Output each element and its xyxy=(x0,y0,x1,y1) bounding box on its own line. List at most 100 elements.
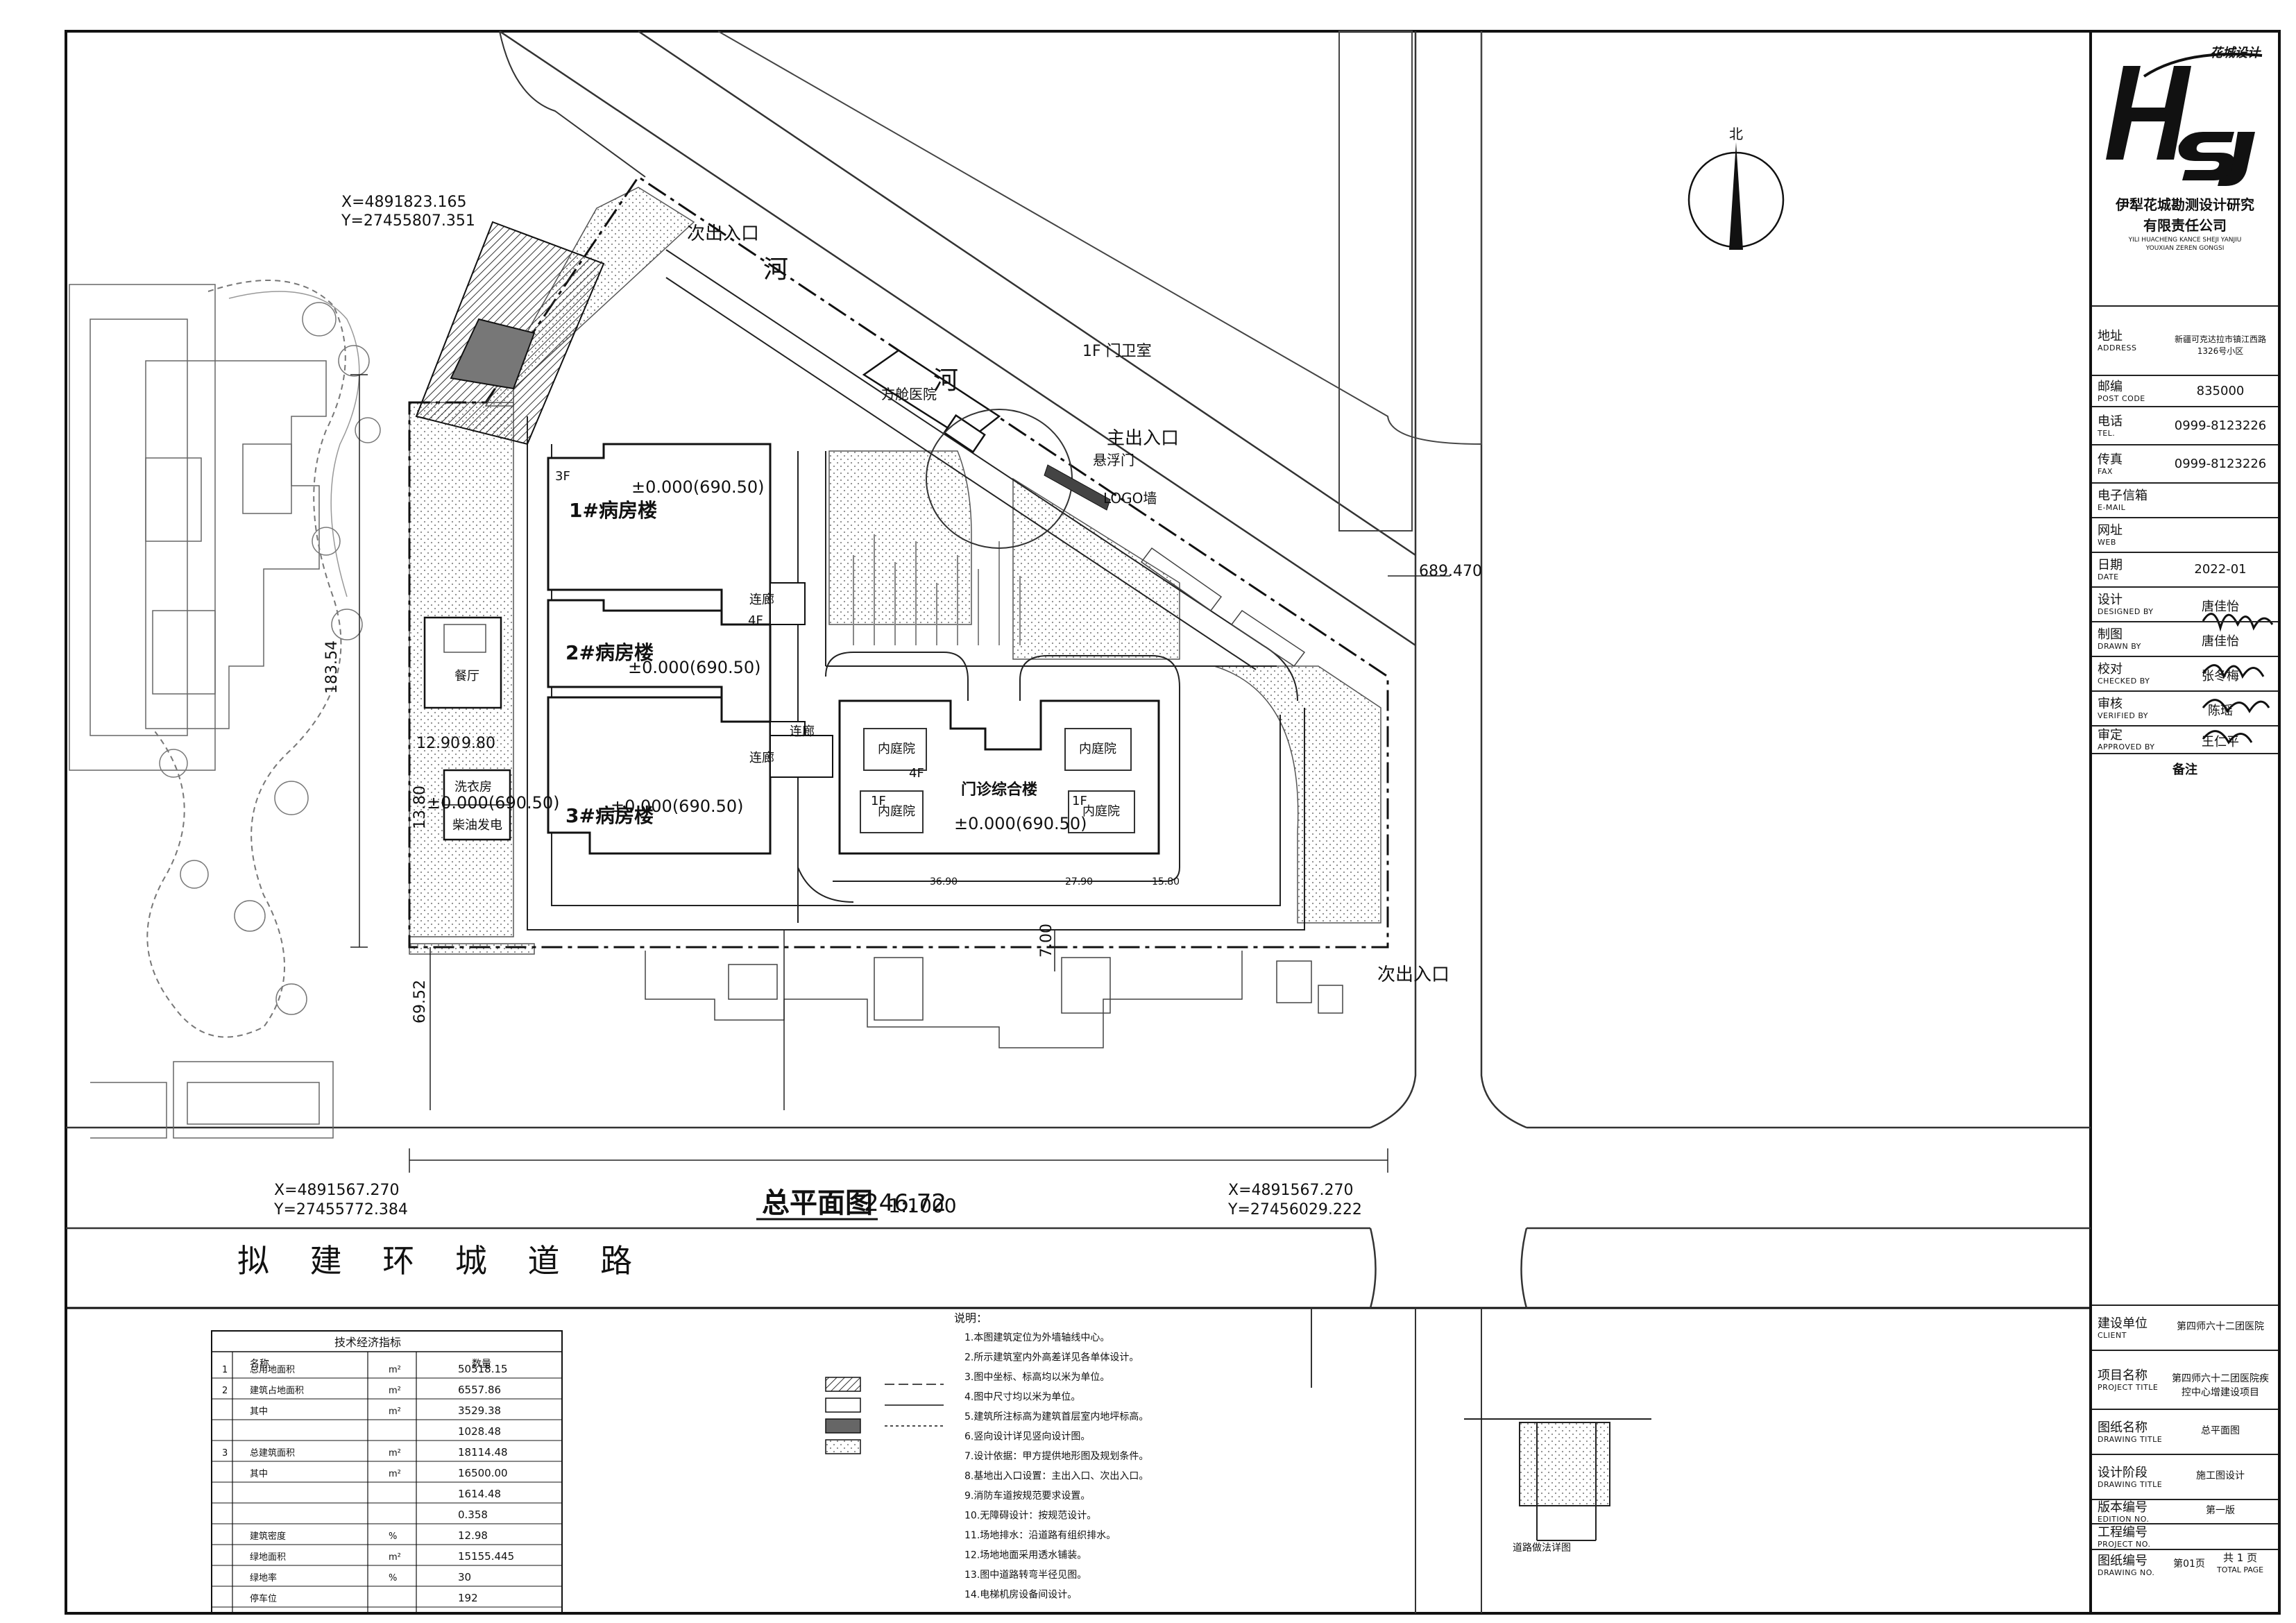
courtyard-label: 内庭院 xyxy=(878,804,915,819)
note-line: 8.基地出入口设置：主出入口、次出入口。 xyxy=(964,1470,1148,1482)
table-cell: 1614.48 xyxy=(458,1488,501,1500)
generator-label: 柴油发电 xyxy=(452,818,502,833)
company-name-line2: 有限责任公司 xyxy=(2143,217,2227,234)
spot-elevation: 689.470 xyxy=(1419,563,1482,580)
floor-label: 3F xyxy=(555,469,570,484)
row-value: 第01页 xyxy=(2173,1558,2205,1570)
note-line: 3.图中坐标、标高均以米为单位。 xyxy=(964,1371,1109,1383)
dim-side: 13.80 xyxy=(411,785,429,829)
row-label-cn: 工程编号 xyxy=(2098,1524,2148,1540)
table-cell: m² xyxy=(389,1552,401,1563)
table-cell: 建筑占地面积 xyxy=(250,1385,304,1396)
dim-3690: 36.90 xyxy=(930,876,958,887)
row-value: 总平面图 xyxy=(2201,1425,2240,1436)
table-cell: 绿地面积 xyxy=(250,1552,286,1563)
table-cell: 18114.48 xyxy=(458,1446,508,1459)
row-label-cn: 电子信箱 xyxy=(2098,488,2148,503)
road-edge xyxy=(1370,31,1417,1129)
table-cell: 绿地率 xyxy=(250,1572,277,1583)
table-cell: 3 xyxy=(222,1448,228,1459)
note-line: 6.竖向设计详见竖向设计图。 xyxy=(964,1431,1090,1443)
laundry-elevation: ±0.000(690.50) xyxy=(427,793,560,813)
row-label-en: CLIENT xyxy=(2098,1330,2127,1340)
suspended-gate-label: 悬浮门 xyxy=(1093,452,1134,468)
note-line: 13.图中道路转弯半径见图。 xyxy=(964,1569,1087,1581)
row-label-en: DRAWN BY xyxy=(2098,642,2141,651)
corridors xyxy=(769,582,833,778)
row-value: 唐佳怡 xyxy=(2202,634,2239,649)
table-cell: 192 xyxy=(458,1592,478,1604)
plaza-pattern xyxy=(853,534,1021,645)
note-line: 14.电梯机房设备间设计。 xyxy=(964,1589,1077,1601)
table-cell: 3529.38 xyxy=(458,1404,501,1417)
drawing-scale: 1:1000 xyxy=(888,1194,957,1217)
company-name-line1: 伊犁花城勘测设计研究 xyxy=(2116,196,2254,213)
ward2-elevation: ±0.000(690.50) xyxy=(628,658,761,677)
table-cell: 12.98 xyxy=(458,1529,488,1542)
table-cell: 建筑密度 xyxy=(250,1531,286,1542)
table-cell: 1028.48 xyxy=(458,1425,501,1438)
row-value: 唐佳怡 xyxy=(2202,600,2239,614)
row-label-en: APPROVED BY xyxy=(2098,742,2155,751)
context-path xyxy=(228,291,360,597)
secondary-entrance-right: 次出入口 xyxy=(1377,965,1449,985)
coord-bottom-right-x: X=4891567.270 xyxy=(1228,1182,1353,1199)
parking-bays xyxy=(1140,547,1306,668)
row-value: 0999-8123226 xyxy=(2174,418,2267,433)
row-label-en: WEB xyxy=(2098,538,2116,547)
outpatient-label: 门诊综合楼 xyxy=(961,781,1037,799)
block-outline xyxy=(717,31,1482,445)
road-edge xyxy=(499,30,1416,647)
table-cell: 0.358 xyxy=(458,1509,488,1521)
row-label-cn: 审核 xyxy=(2098,697,2123,711)
table-cell: 总建筑面积 xyxy=(250,1447,295,1459)
note-line: 4.图中尺寸均以米为单位。 xyxy=(964,1392,1080,1403)
floor-label: 1F xyxy=(1072,794,1087,808)
row-label-cn: 电话 xyxy=(2098,414,2123,429)
dim-left-a: 12.90 xyxy=(416,735,460,752)
river-label-2: 河 xyxy=(933,366,958,395)
floor-label: 4F xyxy=(748,613,763,628)
row-label-en: PROJECT NO. xyxy=(2098,1539,2151,1549)
secondary-entrance-top: 次出入口 xyxy=(687,223,759,244)
row-value: 张冬梅 xyxy=(2202,669,2239,683)
note-line: 11.场地排水：沿道路有组织排水。 xyxy=(964,1530,1116,1541)
ward3-label: 3#病房楼 xyxy=(566,804,654,827)
row-label-cn: 设计 xyxy=(2098,593,2123,607)
table-cell: m² xyxy=(389,1365,401,1375)
row-label-cn: 建设单位 xyxy=(2098,1316,2148,1331)
legend-swatches xyxy=(825,1377,944,1454)
detail-caption: 道路做法详图 xyxy=(1513,1543,1571,1554)
row-label-cn: 图纸编号 xyxy=(2098,1553,2148,1568)
coord-bottom-left-x: X=4891567.270 xyxy=(274,1182,399,1199)
ward3-elevation: ±0.000(690.50) xyxy=(611,797,744,816)
dim-2790: 27.90 xyxy=(1065,876,1093,887)
canteen-label: 餐厅 xyxy=(454,669,479,683)
courtyard-label: 内庭院 xyxy=(1079,742,1116,756)
corridor-label: 连廊 xyxy=(749,751,774,765)
table-cell: 其中 xyxy=(250,1407,268,1417)
company-logo-icon xyxy=(2106,53,2263,186)
ward-buildings xyxy=(547,443,772,855)
row-label-cn: 网址 xyxy=(2098,523,2123,538)
note-line: 7.设计依据：甲方提供地形图及规划条件。 xyxy=(964,1450,1148,1462)
row-value: 施工图设计 xyxy=(2196,1470,2245,1481)
